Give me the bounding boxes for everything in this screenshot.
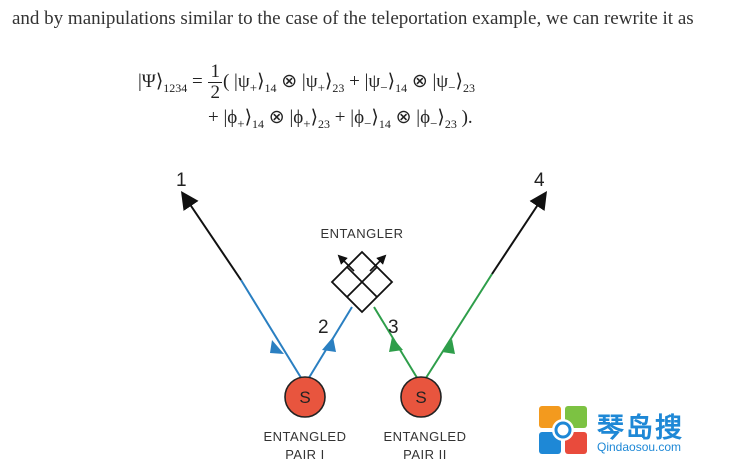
watermark-url: Qindaosou.com [597,440,682,454]
pair-1-label-line-2: PAIR I [285,447,325,462]
equation-term: ⊗ |ψ+⟩23 [276,70,345,95]
equation-line-1-terms: ( |ψ+⟩14 ⊗ |ψ+⟩23 + |ψ−⟩14 ⊗ |ψ−⟩23 [222,70,475,95]
arrowhead-photon-3 [389,337,403,352]
equation-term: ⊗ |ϕ+⟩23 [264,107,331,131]
pair-2-label-line-1: ENTANGLED [384,429,467,444]
pair-1-label-line-1: ENTANGLED [264,429,347,444]
watermark-brand: 琴岛搜 [597,413,684,444]
photon-label-2: 2 [318,317,329,338]
equation-term: ⊗ |ϕ−⟩23 [390,107,457,131]
equation-line-2-terms: + |ϕ+⟩14 ⊗ |ϕ+⟩23 + |ϕ−⟩14 ⊗ |ϕ−⟩23 [208,107,457,131]
photon-label-1: 1 [176,170,187,191]
beam-photon-4-black [491,190,547,275]
arrowhead-photon-2 [322,337,336,352]
equation-term: ( |ψ+⟩14 [222,70,277,95]
beam-photon-1-colored [240,279,304,382]
equation-term: + |ψ−⟩14 [344,70,408,95]
photon-label-4: 4 [534,170,545,191]
source-2-symbol: S [415,388,426,407]
intro-text: and by manipulations similar to the case… [12,8,694,29]
equation-term: + |ϕ−⟩14 [330,107,391,131]
photon-label-3: 3 [388,317,399,338]
watermark: 琴岛搜 Qindaosou.com [535,402,735,458]
beam-photon-1-black [180,191,242,281]
source-pair-2: S [400,376,442,418]
entangler-label: ENTANGLER [321,226,404,241]
equation-lhs: |Ψ⟩1234 [138,70,188,95]
qindaosou-logo-icon [539,406,587,454]
source-pair-1: S [284,376,326,418]
source-1-symbol: S [299,388,310,407]
equation-term: + |ϕ+⟩14 [208,107,265,131]
arrowhead-photon-4 [442,339,455,354]
beam-photon-4-colored [423,273,493,382]
arrowhead-photon-1 [270,340,284,354]
pair-2-label-line-2: PAIR II [403,447,447,462]
equation-term: ⊗ |ψ−⟩23 [407,70,475,95]
equation-line-2: + |ϕ+⟩14 ⊗ |ϕ+⟩23 + |ϕ−⟩14 ⊗ |ϕ−⟩23 ). [208,107,473,131]
entangler-icon [330,250,394,314]
